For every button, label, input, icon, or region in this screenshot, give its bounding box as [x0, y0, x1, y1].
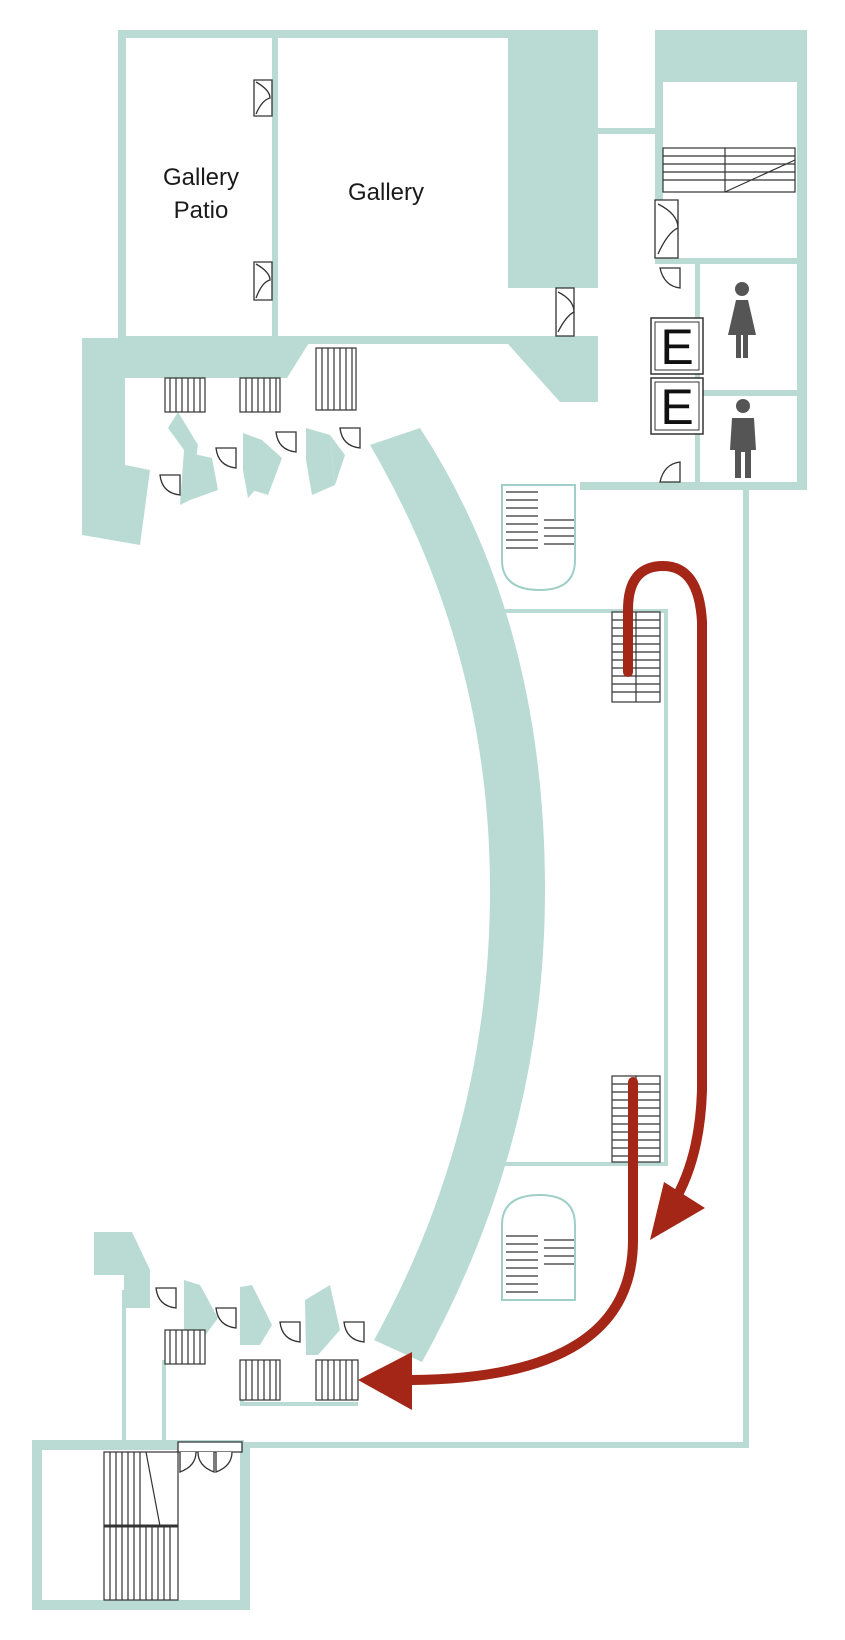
door-gallery-upper[interactable]: [253, 79, 273, 117]
lower-south-wall: [240, 1442, 749, 1448]
east-corridor-lower-connector: [500, 1162, 668, 1166]
upper-wedge-5: [306, 428, 335, 495]
stair-restroom-block: [662, 147, 796, 193]
women-restroom-icon: [728, 282, 756, 358]
gallery-connector: [598, 128, 660, 134]
restroom-block-top: [655, 30, 807, 82]
elevator-bottom: E: [650, 377, 704, 435]
upper-west-mass: [82, 338, 312, 545]
east-corridor-upper-connector: [500, 609, 668, 613]
door-lower-aisle-1[interactable]: [155, 1287, 177, 1309]
east-corridor-inner-wall: [664, 612, 668, 1162]
lower-west-mass: [94, 1232, 150, 1308]
door-stair-tower[interactable]: [177, 1441, 243, 1473]
elevator-side-wall: [695, 264, 700, 490]
route-arrow-line-east: [623, 560, 707, 1210]
lower-mid-post: [162, 1360, 166, 1442]
door-gallery-east[interactable]: [555, 287, 575, 337]
restroom-divider-2: [695, 390, 805, 396]
door-restroom-stair[interactable]: [654, 199, 679, 259]
stair-tower-right: [240, 1445, 250, 1610]
walls: [32, 30, 807, 1610]
stair-lower-2: [239, 1359, 281, 1401]
gallery-outer-wall: [118, 30, 598, 38]
gallery-south-wall: [118, 336, 598, 344]
route-arrow: [358, 560, 707, 1410]
door-lower-aisle-3[interactable]: [279, 1321, 301, 1343]
gallery-east-block: [508, 30, 598, 288]
upper-wedge-6: [330, 435, 345, 485]
stair-tower-flight: [103, 1451, 179, 1601]
door-upper-aisle-4[interactable]: [339, 427, 361, 449]
restroom-divider-1: [655, 258, 805, 264]
stair-upper-2: [239, 377, 281, 413]
stair-spiral-lower: [501, 1193, 576, 1301]
door-lower-aisle-2[interactable]: [215, 1307, 237, 1329]
restroom-block-bottom: [580, 482, 807, 490]
east-corridor-outer-wall: [743, 488, 749, 1448]
lower-inner-wall: [240, 1402, 358, 1406]
gallery-left-wall: [118, 30, 126, 345]
door-upper-aisle-2[interactable]: [215, 447, 237, 469]
door-women-restroom[interactable]: [659, 267, 681, 289]
stair-lower-3: [315, 1359, 359, 1401]
lower-wedge-3: [305, 1285, 340, 1355]
restroom-block-left-wall: [655, 30, 663, 260]
elevator-bottom-letter: E: [660, 379, 693, 435]
gallery-patio-label-line1: Gallery: [163, 164, 239, 191]
route-arrow-head-east: [650, 1182, 705, 1240]
stage-curve-wall: [370, 428, 545, 1362]
stair-spiral-upper: [501, 484, 576, 592]
men-restroom-icon: [730, 399, 756, 478]
door-lower-aisle-4[interactable]: [343, 1321, 365, 1343]
gallery-divider-wall: [272, 38, 278, 338]
stair-east-upper: [611, 611, 661, 703]
stair-upper-1: [164, 377, 206, 413]
stair-tower-left: [32, 1440, 42, 1610]
gallery-label: Gallery: [348, 179, 424, 206]
door-men-restroom[interactable]: [659, 461, 681, 483]
upper-east-wedge: [508, 344, 598, 402]
route-arrow-head-west: [358, 1352, 412, 1410]
elevator-top-letter: E: [660, 319, 693, 375]
upper-wedge-4: [252, 440, 282, 495]
door-gallery-lower[interactable]: [253, 261, 273, 301]
route-arrow-line-west: [407, 1077, 638, 1385]
stair-tower-bottom: [32, 1600, 250, 1610]
upper-wedge-2: [185, 452, 218, 500]
stair-upper-3: [315, 347, 357, 411]
door-upper-aisle-1[interactable]: [159, 474, 181, 496]
lower-wedge-2: [240, 1285, 272, 1345]
stair-tower-top: [32, 1440, 244, 1450]
stair-lower-1: [164, 1329, 206, 1365]
gallery-patio-label-line2: Patio: [174, 197, 229, 224]
lower-west-post: [122, 1290, 126, 1440]
elevator-top: E: [650, 317, 704, 375]
lower-wedge-1: [184, 1280, 218, 1345]
door-upper-aisle-3[interactable]: [275, 431, 297, 453]
